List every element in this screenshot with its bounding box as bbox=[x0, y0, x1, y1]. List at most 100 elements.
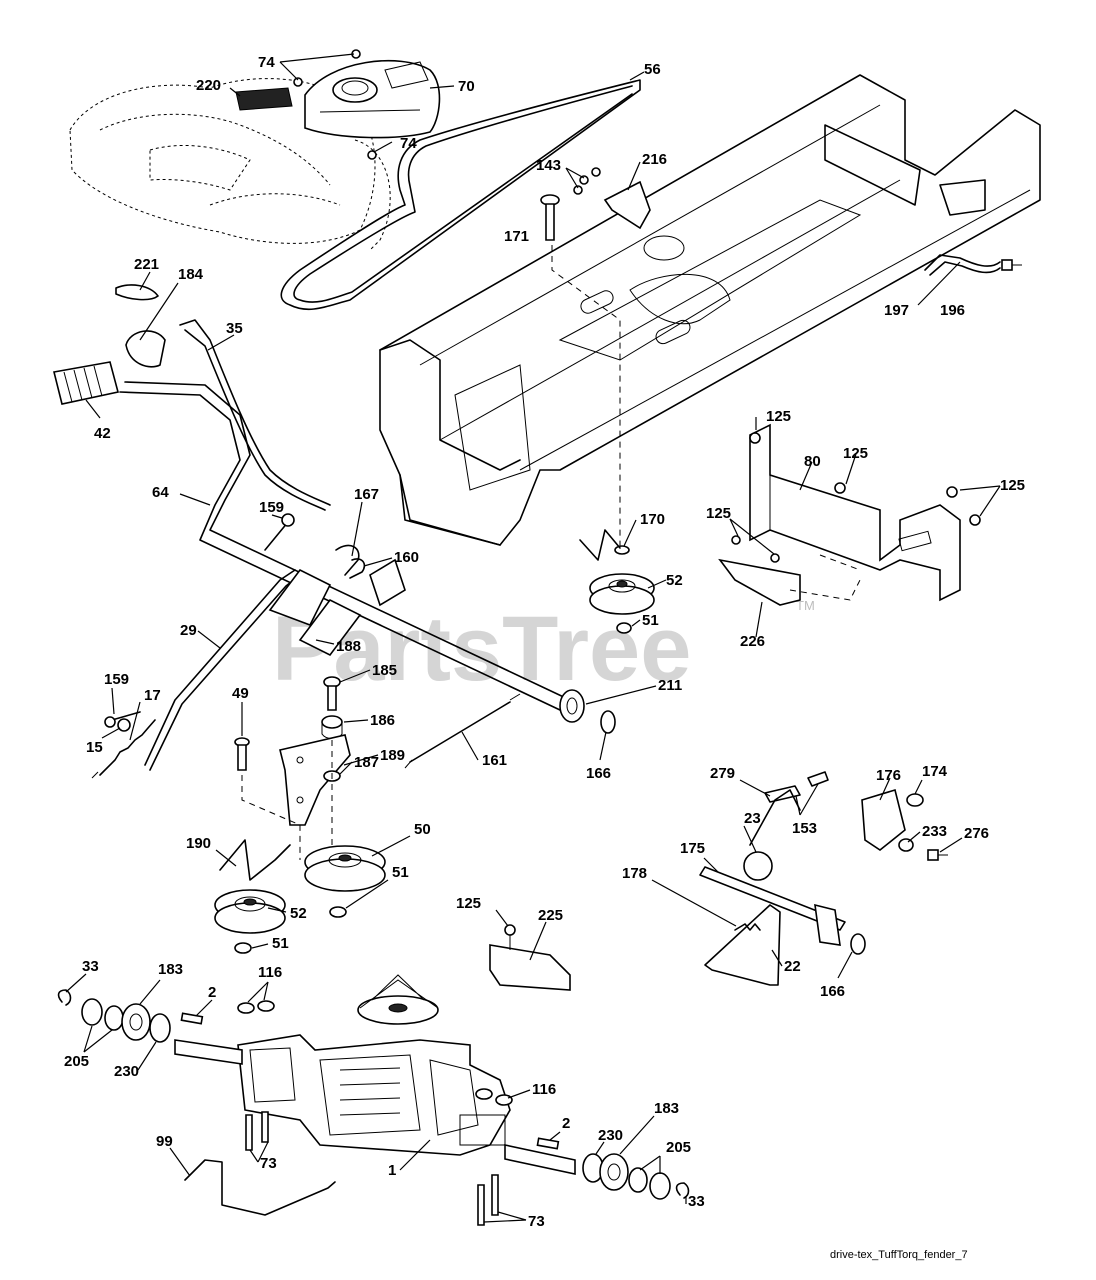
callout-205-right: 205 bbox=[666, 1139, 691, 1156]
callout-205-left: 205 bbox=[64, 1053, 89, 1070]
callout-174: 174 bbox=[922, 763, 948, 780]
callout-73-left: 73 bbox=[260, 1155, 277, 1172]
main-frame bbox=[379, 74, 1041, 546]
bolt-part-276 bbox=[927, 849, 948, 861]
washer-part-174 bbox=[906, 793, 924, 807]
callout-178: 178 bbox=[622, 865, 647, 882]
pulley-part-52-right bbox=[589, 573, 655, 615]
callout-187: 187 bbox=[354, 754, 379, 771]
washers-part-205-right bbox=[628, 1167, 671, 1200]
lever-bracket bbox=[268, 568, 332, 627]
axle-left bbox=[174, 1039, 243, 1065]
bolt-part-49 bbox=[234, 737, 250, 771]
callout-51-b: 51 bbox=[272, 935, 289, 952]
callout-125-e: 125 bbox=[456, 895, 481, 912]
callout-225: 225 bbox=[538, 907, 563, 924]
callout-216: 216 bbox=[642, 151, 667, 168]
leader-lines bbox=[65, 53, 1001, 1223]
bolt-part-196 bbox=[1001, 259, 1022, 271]
spacer-part-183-left bbox=[121, 1003, 151, 1041]
callout-185: 185 bbox=[372, 662, 397, 679]
pin-part-159 bbox=[264, 513, 295, 551]
callout-176: 176 bbox=[876, 767, 901, 784]
callout-51-right: 51 bbox=[642, 612, 659, 629]
nut-part-51-b bbox=[234, 942, 252, 954]
pin-part-159-lower bbox=[104, 711, 141, 728]
knob-part-184 bbox=[125, 330, 166, 368]
callout-125-a: 125 bbox=[766, 408, 791, 425]
callout-33-right: 33 bbox=[688, 1193, 705, 1210]
nuts-part-116-left bbox=[237, 1000, 275, 1014]
bracket-part-216 bbox=[603, 180, 651, 230]
callout-211: 211 bbox=[658, 677, 682, 694]
callout-15: 15 bbox=[86, 739, 103, 756]
spacer-part-183-right bbox=[599, 1153, 629, 1191]
key-part-2-left bbox=[180, 1012, 204, 1025]
guide-wire-right bbox=[579, 529, 621, 561]
washer-part-170 bbox=[614, 545, 630, 555]
callout-74-top: 74 bbox=[258, 54, 275, 71]
callout-56: 56 bbox=[644, 61, 661, 78]
screws-part-143 bbox=[573, 167, 601, 195]
axle-right bbox=[504, 1144, 576, 1175]
washer-part-15 bbox=[117, 718, 131, 732]
rod-part-197 bbox=[924, 254, 1001, 276]
callout-279: 279 bbox=[710, 765, 735, 782]
bracket-part-226 bbox=[718, 558, 801, 606]
nut-part-51-a bbox=[329, 906, 347, 918]
callout-99: 99 bbox=[156, 1133, 173, 1150]
watermark-trademark: TM bbox=[796, 598, 815, 613]
callout-153: 153 bbox=[792, 820, 817, 837]
callout-197: 197 bbox=[884, 302, 909, 319]
fender-outline bbox=[69, 78, 391, 251]
diagram-code: drive-tex_TuffTorq_fender_7 bbox=[830, 1249, 968, 1261]
callout-116-left: 116 bbox=[258, 964, 282, 981]
callout-166-b: 166 bbox=[820, 983, 845, 1000]
spring-part-161 bbox=[404, 693, 521, 769]
seat-pad-part-220 bbox=[235, 87, 293, 111]
bolt-part-171 bbox=[540, 194, 560, 241]
pulley-part-52-left bbox=[214, 889, 286, 934]
disc-part-23 bbox=[743, 851, 773, 881]
bolts-part-73-left bbox=[245, 1111, 269, 1151]
callout-29: 29 bbox=[180, 622, 197, 639]
clip-part-160 bbox=[349, 558, 366, 579]
spacer-part-186 bbox=[321, 715, 343, 739]
callout-183-left: 183 bbox=[158, 961, 183, 978]
callout-23: 23 bbox=[744, 810, 761, 827]
callout-233: 233 bbox=[922, 823, 947, 840]
callout-50: 50 bbox=[414, 821, 431, 838]
callout-160: 160 bbox=[394, 549, 419, 566]
callout-190: 190 bbox=[186, 835, 211, 852]
bolt-part-125-lower bbox=[504, 924, 516, 950]
callout-2-right: 2 bbox=[562, 1115, 570, 1132]
bolts-part-125-right bbox=[731, 432, 981, 563]
callout-230-left: 230 bbox=[114, 1063, 139, 1080]
rod-part-35 bbox=[179, 319, 331, 511]
callout-186: 186 bbox=[370, 712, 395, 729]
callout-80: 80 bbox=[804, 453, 821, 470]
callout-220: 220 bbox=[196, 77, 221, 94]
spring-part-178 bbox=[734, 923, 761, 931]
clip-part-33-right bbox=[675, 1182, 690, 1199]
washer-part-166-right bbox=[850, 933, 866, 955]
belt-guide-part-190 bbox=[219, 839, 291, 881]
rod-part-99 bbox=[184, 1159, 336, 1216]
bolts-part-73-right bbox=[477, 1174, 499, 1226]
callout-175: 175 bbox=[680, 840, 705, 857]
callout-2-left: 2 bbox=[208, 984, 216, 1001]
callout-230-right: 230 bbox=[598, 1127, 623, 1144]
bracket-part-188 bbox=[298, 558, 406, 657]
callout-196: 196 bbox=[940, 302, 965, 319]
callout-35: 35 bbox=[226, 320, 243, 337]
washers-part-205-left bbox=[81, 998, 124, 1031]
callout-166-a: 166 bbox=[586, 765, 611, 782]
callout-159-a: 159 bbox=[259, 499, 284, 516]
callout-276: 276 bbox=[964, 825, 989, 842]
plate-part-225 bbox=[489, 944, 571, 991]
idler-bracket-part-189 bbox=[279, 734, 351, 826]
callout-170: 170 bbox=[640, 511, 665, 528]
bracket-part-176 bbox=[861, 788, 906, 851]
fan-part-transaxle bbox=[357, 974, 439, 1025]
